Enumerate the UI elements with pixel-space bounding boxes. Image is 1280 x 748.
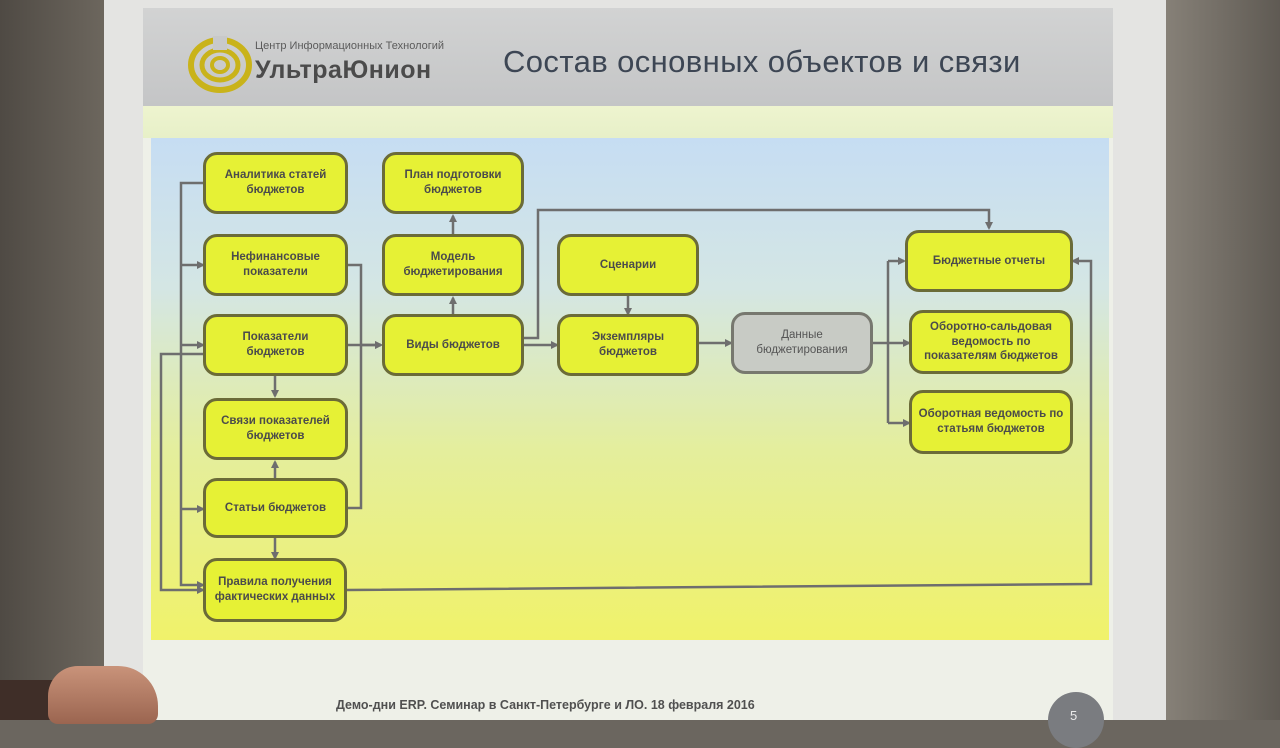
box-budget-types: Виды бюджетов bbox=[382, 314, 524, 376]
box-scenarios: Сценарии bbox=[557, 234, 699, 296]
box-budgeting-data: Данные бюджетирования bbox=[731, 312, 873, 374]
box-indicator-links: Связи показателей бюджетов bbox=[203, 398, 348, 460]
top-band bbox=[143, 106, 1113, 138]
presenter-hand bbox=[48, 666, 158, 724]
box-budget-reports: Бюджетные отчеты bbox=[905, 230, 1073, 292]
box-budget-item-analytics: Аналитика статей бюджетов bbox=[203, 152, 348, 214]
box-budget-prep-plan: План подготовки бюджетов bbox=[382, 152, 524, 214]
box-turnover-balance-sheet: Оборотно-сальдовая ведомость по показате… bbox=[909, 310, 1073, 374]
slide-footer: Демо-дни ERP. Семинар в Санкт-Петербурге… bbox=[336, 698, 755, 712]
wall-right bbox=[1155, 0, 1280, 720]
box-turnover-sheet-items: Оборотная ведомость по статьям бюджетов bbox=[909, 390, 1073, 454]
box-budgeting-model: Модель бюджетирования bbox=[382, 234, 524, 296]
company-name: УльтраЮнион bbox=[255, 56, 432, 84]
page-number: 5 bbox=[1070, 708, 1078, 723]
box-budget-indicators: Показатели бюджетов bbox=[203, 314, 348, 376]
box-nonfinancial-indicators: Нефинансовые показатели bbox=[203, 234, 348, 296]
box-actual-data-rules: Правила получения фактических данных bbox=[203, 558, 347, 622]
connector-arrows bbox=[159, 181, 1093, 594]
wall-left bbox=[0, 0, 110, 720]
slide-title: Состав основных объектов и связи bbox=[503, 44, 1021, 79]
company-subtitle: Центр Информационных Технологий bbox=[255, 40, 445, 52]
box-budget-instances: Экземпляры бюджетов bbox=[557, 314, 699, 376]
company-logo-icon bbox=[188, 36, 252, 93]
box-budget-items: Статьи бюджетов bbox=[203, 478, 348, 538]
slide: Центр Информационных Технологий УльтраЮн… bbox=[143, 8, 1113, 720]
diagram-area: Аналитика статей бюджетов Нефинансовые п… bbox=[151, 138, 1109, 640]
slide-header: Центр Информационных Технологий УльтраЮн… bbox=[143, 8, 1113, 106]
